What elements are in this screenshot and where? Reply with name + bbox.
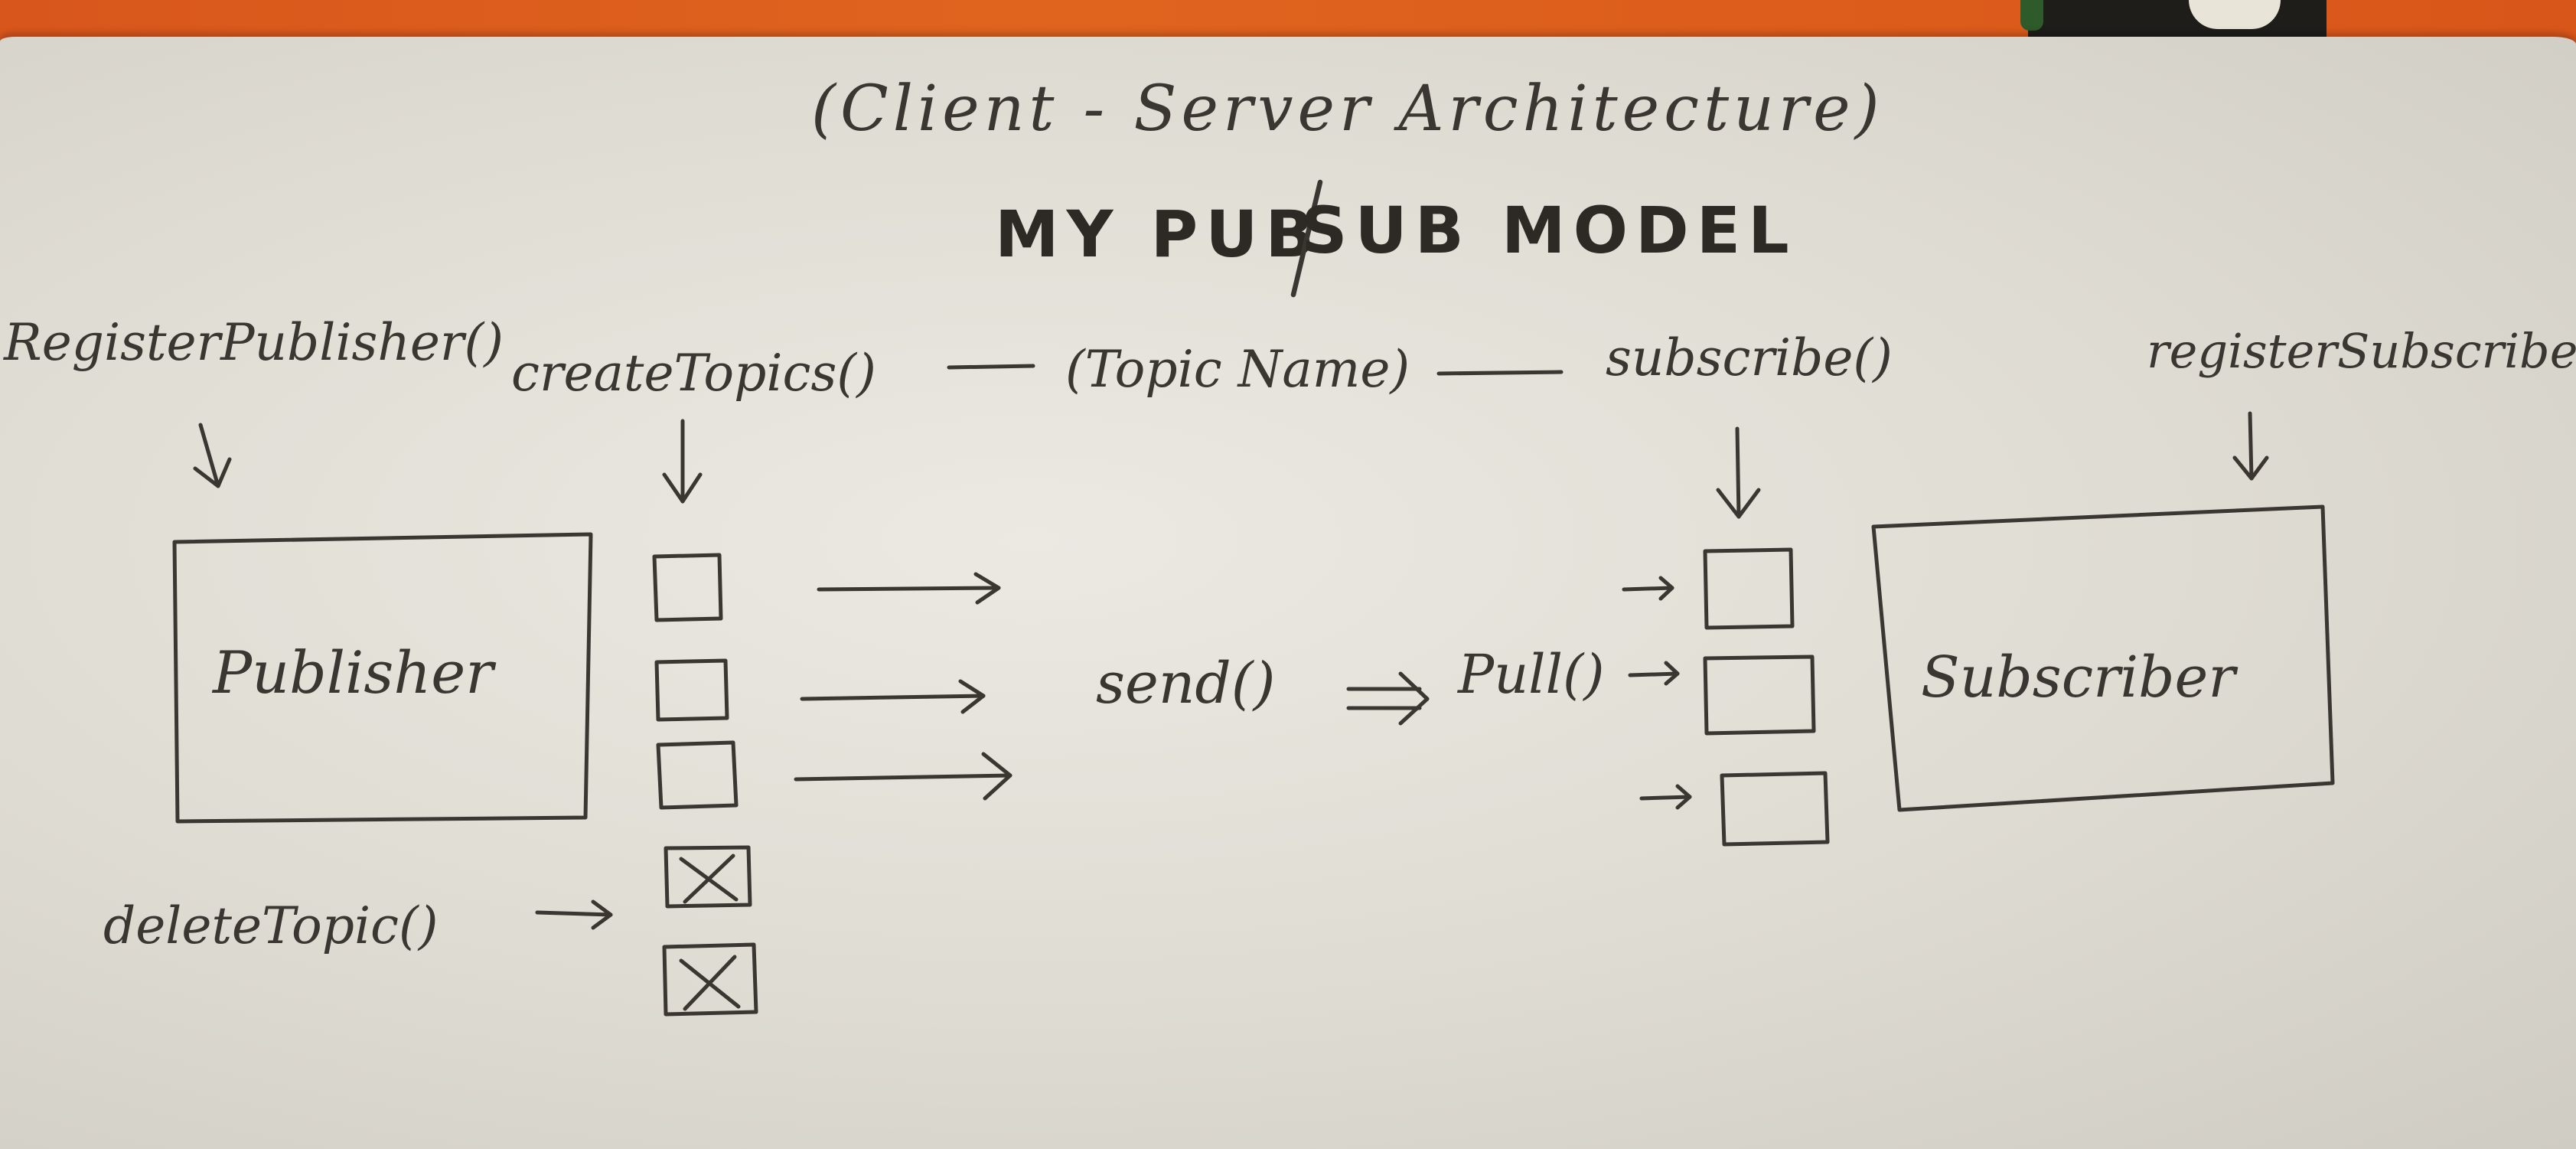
sub-topic-box-3	[1720, 771, 1830, 847]
publisher-node: Publisher	[172, 532, 593, 824]
create-topics-arrow	[662, 419, 703, 504]
publisher-label: Publisher	[211, 638, 497, 707]
light-background-object	[2189, 0, 2281, 29]
subscribe-label: subscribe()	[1606, 328, 1893, 387]
plant-leaf	[2020, 0, 2043, 31]
subscriber-label: Subscriber	[1921, 645, 2239, 710]
diagram-subtitle: (Client - Server Architecture)	[811, 73, 1884, 145]
subscriber-node: Subscriber	[1871, 504, 2335, 812]
publish-arrow-2	[800, 679, 986, 714]
topic-box-1	[652, 553, 723, 622]
send-label: send()	[1096, 651, 1276, 716]
register-publisher-arrow	[193, 423, 232, 488]
dash-left	[947, 364, 1035, 370]
subscriber-topic-queue	[1703, 547, 1830, 847]
register-publisher-label: RegisterPublisher()	[3, 313, 504, 372]
create-topics-label: createTopics()	[511, 344, 876, 403]
publisher-topic-queue	[652, 553, 758, 1017]
pull-label: Pull()	[1456, 643, 1605, 706]
delete-topic-label: deleteTopic()	[103, 896, 439, 955]
title-slash	[1290, 179, 1323, 298]
subscribe-arrow	[1716, 426, 1761, 519]
send-to-pull-double-arrow	[1346, 671, 1430, 726]
sub-topic-box-2	[1703, 654, 1816, 736]
publish-arrow-3	[794, 752, 1012, 801]
topic-box-2	[654, 658, 729, 722]
publish-arrow-1	[817, 572, 1001, 605]
delete-topic-arrow	[535, 899, 613, 930]
dash-right	[1436, 370, 1564, 376]
pull-arrow-1	[1622, 576, 1674, 601]
diagram-title-left: MY PUB	[995, 197, 1322, 272]
sub-topic-box-1	[1703, 547, 1795, 630]
diagram-title-right: SUB MODEL	[1301, 193, 1797, 268]
pull-arrow-2	[1628, 661, 1680, 686]
pull-arrow-3	[1639, 784, 1692, 810]
register-subscriber-label: registerSubscriber	[2147, 323, 2576, 379]
paper-sheet	[0, 37, 2576, 1149]
deleted-topic-box-1	[664, 845, 752, 909]
register-subscriber-arrow	[2232, 411, 2269, 481]
topic-name-label: (Topic Name)	[1065, 340, 1410, 399]
topic-box-3	[656, 740, 739, 810]
deleted-topic-box-2	[662, 942, 758, 1017]
